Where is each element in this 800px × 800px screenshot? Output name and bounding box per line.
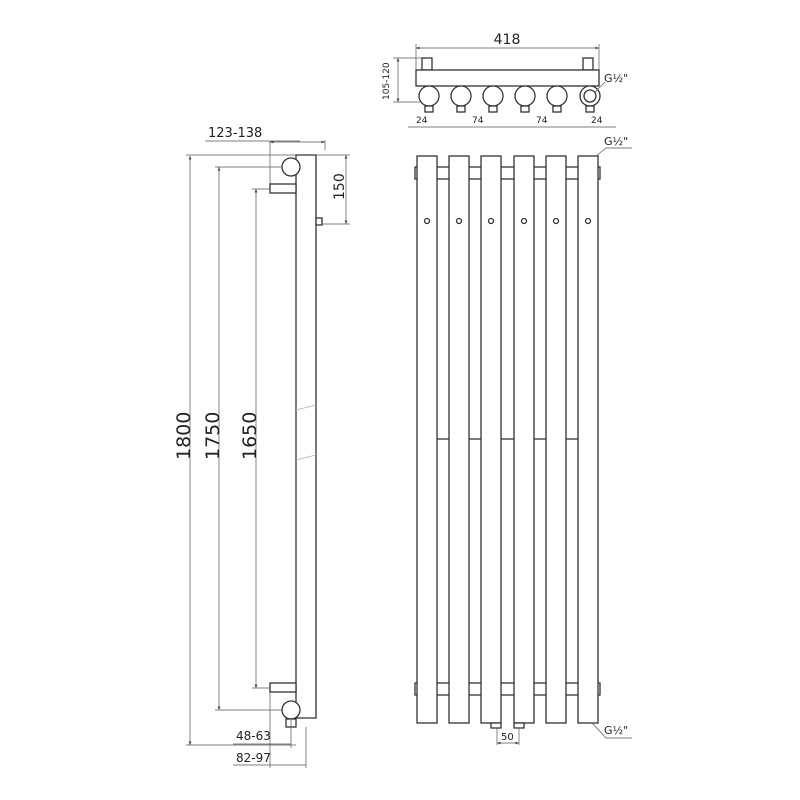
bottom-offset-2-label: 82-97 xyxy=(236,751,271,765)
width-label: 418 xyxy=(494,32,521,48)
front-tubes xyxy=(416,155,599,724)
height-mount-inner-label: 1650 xyxy=(239,412,261,460)
side-view: 123-138 1800 1750 1650 150 48-63 82- xyxy=(173,126,350,768)
front-top-connection-label: G½" xyxy=(604,135,628,148)
spacing-label-2: 74 xyxy=(472,116,484,126)
front-view: 50 G½" G½" xyxy=(414,135,632,745)
top-connection-label: G½" xyxy=(604,72,628,85)
depth-label: 105-120 xyxy=(382,62,392,100)
bottom-spacing-label: 50 xyxy=(501,732,514,743)
top-view: 418 105-120 G½" 24 74 74 24 xyxy=(382,32,628,128)
spacing-label-4: 24 xyxy=(591,116,603,126)
bottom-offset-1-label: 48-63 xyxy=(236,729,271,743)
offset-label: 123-138 xyxy=(208,126,262,141)
top-tubes xyxy=(418,85,601,113)
bracket-offset-label: 150 xyxy=(332,173,348,200)
spacing-label-3: 74 xyxy=(536,116,548,126)
spacing-label-1: 24 xyxy=(416,116,428,126)
front-bottom-connection-label: G½" xyxy=(604,724,628,737)
height-total-label: 1800 xyxy=(173,412,195,460)
height-mount-outer-label: 1750 xyxy=(202,412,224,460)
